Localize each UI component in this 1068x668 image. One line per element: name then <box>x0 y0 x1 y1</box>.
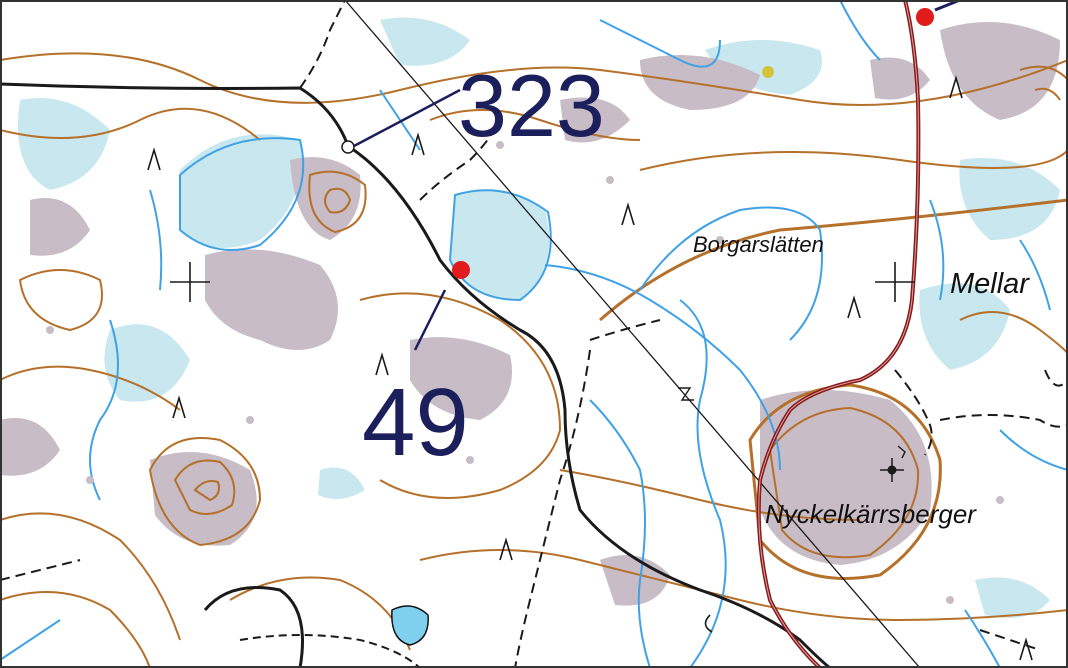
marker-49-leader <box>413 289 447 351</box>
yellow-point <box>762 66 774 78</box>
marker-323-leader <box>353 88 461 148</box>
marsh-symbols <box>147 75 1033 661</box>
marker-red-top[interactable] <box>916 8 934 26</box>
grid-line <box>344 0 921 668</box>
boulder-dots <box>46 141 1004 604</box>
lake <box>391 605 429 646</box>
marker-323-point[interactable] <box>341 140 355 154</box>
contour-lines <box>0 52 1068 668</box>
marker-49-point[interactable] <box>452 261 470 279</box>
main-road-inner <box>758 0 919 668</box>
cross-symbols <box>170 262 915 302</box>
quarry-symbol <box>704 614 713 633</box>
rock-areas <box>0 22 1060 606</box>
marker-323-label: 323 <box>458 56 605 155</box>
marker-49-label: 49 <box>362 369 469 476</box>
main-road <box>756 0 921 668</box>
grid-north-mark <box>678 387 694 401</box>
place-label-mellan: Mellar <box>950 268 1030 300</box>
place-label-nyckelkarrsberget: Nyckelkärrsberger <box>765 499 977 529</box>
viewpoint-icon <box>880 445 906 482</box>
marsh-areas <box>18 17 1060 618</box>
place-label-borgarslatten: Borgarslätten <box>693 232 824 257</box>
